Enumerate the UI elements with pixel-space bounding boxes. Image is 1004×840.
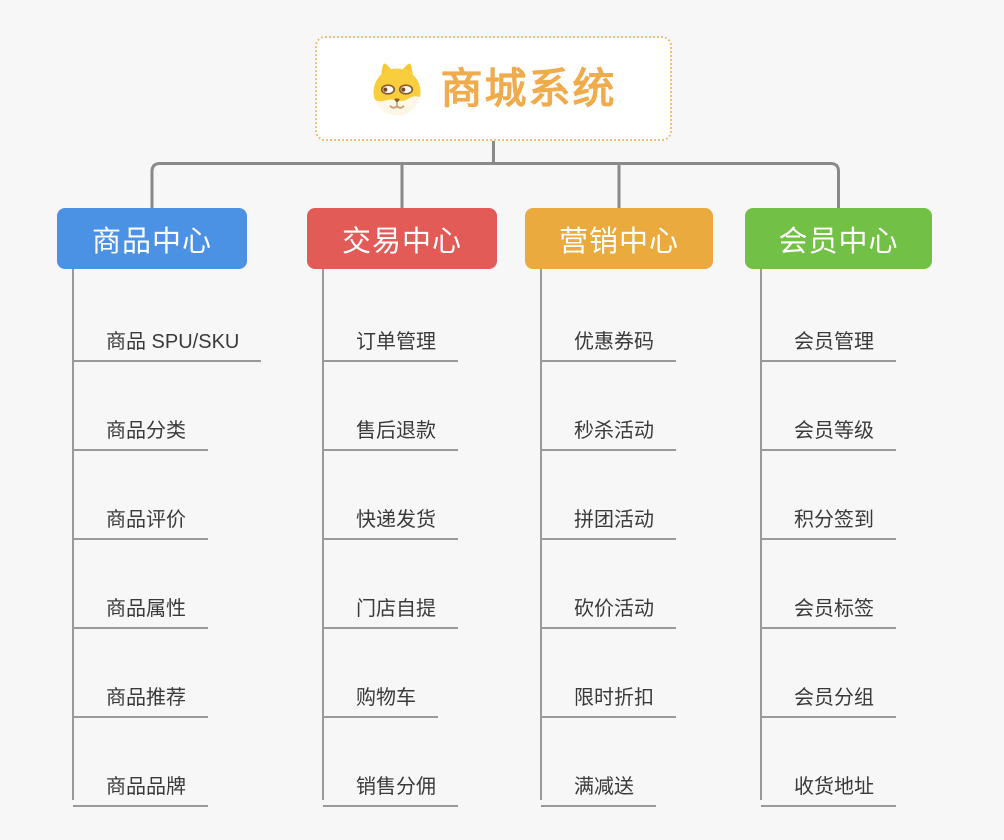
child-node[interactable]: 购物车	[323, 674, 438, 718]
child-label: 会员标签	[794, 598, 874, 620]
branch-trunk-line	[322, 269, 324, 800]
child-label: 秒杀活动	[574, 420, 654, 442]
child-label: 拼团活动	[574, 509, 654, 531]
branch-label: 会员中心	[778, 225, 899, 258]
child-label: 商品推荐	[106, 687, 186, 709]
child-label: 快递发货	[356, 509, 436, 531]
child-label: 购物车	[356, 687, 416, 709]
child-node[interactable]: 商品属性	[73, 585, 208, 629]
child-label: 限时折扣	[574, 687, 654, 709]
child-node[interactable]: 销售分佣	[323, 763, 458, 807]
branch-box-2[interactable]: 交易中心	[307, 208, 497, 269]
child-label: 商品属性	[106, 598, 186, 620]
child-node[interactable]: 积分签到	[761, 496, 896, 540]
child-label: 门店自提	[356, 598, 436, 620]
child-label: 售后退款	[356, 420, 436, 442]
connector-path	[150, 162, 840, 208]
branch-trunk-line	[760, 269, 762, 800]
child-node[interactable]: 收货地址	[761, 763, 896, 807]
child-label: 销售分佣	[356, 776, 436, 798]
root-node[interactable]: 商城系统	[315, 36, 672, 141]
child-node[interactable]: 砍价活动	[541, 585, 676, 629]
child-node[interactable]: 售后退款	[323, 407, 458, 451]
branch-box-1[interactable]: 商品中心	[57, 208, 247, 269]
child-node[interactable]: 会员管理	[761, 318, 896, 362]
branch-box-3[interactable]: 营销中心	[525, 208, 713, 269]
shiba-dog-icon	[373, 63, 421, 115]
child-label: 订单管理	[356, 331, 436, 353]
child-label: 会员分组	[794, 687, 874, 709]
child-label: 商品评价	[106, 509, 186, 531]
child-node[interactable]: 商品 SPU/SKU	[73, 318, 262, 362]
child-node[interactable]: 秒杀活动	[541, 407, 676, 451]
branch-trunk-line	[72, 269, 74, 800]
child-label: 会员管理	[794, 331, 874, 353]
root-title: 商城系统	[440, 64, 617, 112]
child-label: 商品分类	[106, 420, 186, 442]
branch-box-4[interactable]: 会员中心	[745, 208, 932, 269]
branch-label: 交易中心	[341, 225, 462, 258]
child-node[interactable]: 商品分类	[73, 407, 208, 451]
branch-trunk-line	[540, 269, 542, 800]
branch-label: 营销中心	[558, 225, 679, 258]
child-label: 商品品牌	[106, 776, 186, 798]
child-label: 商品 SPU/SKU	[106, 331, 240, 353]
child-node[interactable]: 门店自提	[323, 585, 458, 629]
child-node[interactable]: 会员标签	[761, 585, 896, 629]
child-node[interactable]: 订单管理	[323, 318, 458, 362]
branch-label: 商品中心	[91, 225, 212, 258]
child-label: 积分签到	[794, 509, 874, 531]
child-label: 满减送	[574, 776, 634, 798]
child-label: 砍价活动	[574, 598, 654, 620]
child-node[interactable]: 满减送	[541, 763, 656, 807]
child-node[interactable]: 快递发货	[323, 496, 458, 540]
child-label: 收货地址	[794, 776, 874, 798]
child-label: 优惠券码	[574, 331, 654, 353]
child-label: 会员等级	[794, 420, 874, 442]
child-node[interactable]: 拼团活动	[541, 496, 676, 540]
child-node[interactable]: 会员分组	[761, 674, 896, 718]
child-node[interactable]: 商品评价	[73, 496, 208, 540]
child-node[interactable]: 商品品牌	[73, 763, 208, 807]
child-node[interactable]: 商品推荐	[73, 674, 208, 718]
child-node[interactable]: 会员等级	[761, 407, 896, 451]
child-node[interactable]: 限时折扣	[541, 674, 676, 718]
child-node[interactable]: 优惠券码	[541, 318, 676, 362]
